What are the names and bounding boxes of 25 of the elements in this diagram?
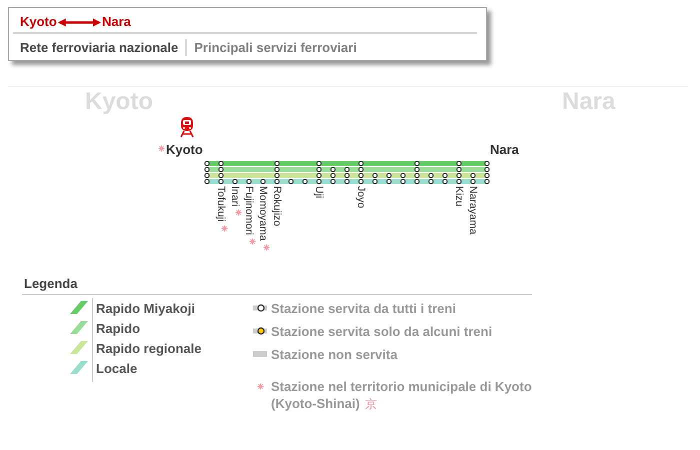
station-name: Momoyama — [257, 186, 269, 241]
station-name: Narayama — [467, 186, 479, 234]
legend-text: Locale — [96, 360, 138, 377]
legend-text: Rapido regionale — [96, 340, 202, 357]
nav-link: Principali servizi ferroviari — [194, 40, 357, 55]
station-name: Nara — [490, 142, 519, 158]
legend-text: Stazione non servita — [271, 346, 398, 363]
station-name: Uji — [313, 186, 325, 198]
legend-text: Stazione servita da tutti i treni — [271, 300, 456, 317]
legend-text: Rapido Miyakoji — [96, 300, 195, 317]
station-name: Joyo — [355, 186, 367, 208]
station-name: Kyoto — [166, 142, 203, 158]
nav-link: Rete ferroviaria nazionale — [20, 40, 178, 55]
legend-text: Stazione nel territorio municipale di Kyoto (Kyoto-Shinai) 京 — [271, 378, 533, 413]
station-name: Inari — [229, 186, 241, 206]
legend-text: Stazione servita solo da alcuni treni — [271, 323, 492, 340]
station-name: Rokujizo — [271, 186, 283, 226]
station-name: Kizu — [453, 186, 465, 206]
double-arrow — [58, 18, 101, 26]
title-text: Kyoto — [20, 14, 57, 29]
station-name: Fujinomori — [243, 186, 255, 236]
station-name: Tofukuji — [215, 186, 227, 222]
legend-heading: Legenda — [24, 276, 78, 292]
legend-text: Rapido — [96, 320, 140, 337]
title-text: Nara — [102, 14, 131, 29]
